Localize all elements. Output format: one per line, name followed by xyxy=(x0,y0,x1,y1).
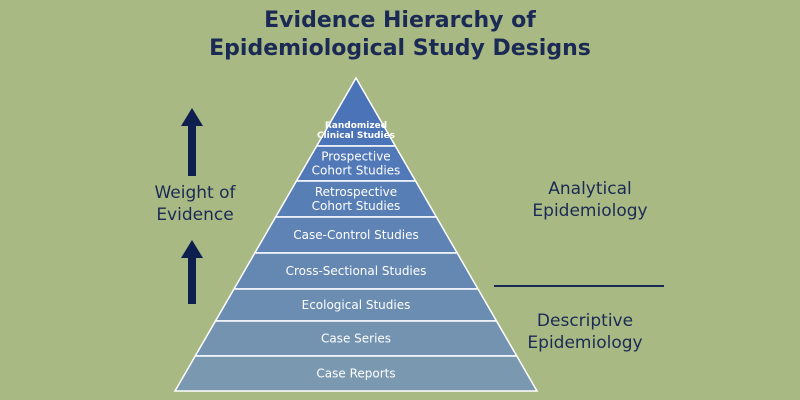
arrow-up-icon xyxy=(181,108,203,176)
pyramid-level-2-label: Cohort Studies xyxy=(312,164,401,178)
analytical-epidemiology-label: Analytical Epidemiology xyxy=(505,178,675,222)
weight-of-evidence-label: Weight of Evidence xyxy=(130,182,260,226)
pyramid-level-5-label: Cross-Sectional Studies xyxy=(286,264,427,278)
weight-label-line-2: Evidence xyxy=(156,205,234,225)
analytical-label-line-1: Analytical xyxy=(548,179,632,199)
diagram-title-line-2: Epidemiological Study Designs xyxy=(209,36,591,61)
pyramid-level-7-label: Case Series xyxy=(321,332,391,346)
pyramid-level-8-label: Case Reports xyxy=(316,367,395,381)
analytical-descriptive-divider xyxy=(494,285,664,287)
arrow-up-icon xyxy=(181,240,203,304)
pyramid-level-2-label: Prospective xyxy=(321,150,390,164)
descriptive-epidemiology-label: Descriptive Epidemiology xyxy=(500,310,670,354)
descriptive-label-line-1: Descriptive xyxy=(536,311,634,331)
pyramid-level-1-label: Randomized xyxy=(325,121,387,131)
pyramid-level-3-label: Retrospective xyxy=(315,185,397,199)
descriptive-label-line-2: Epidemiology xyxy=(527,333,643,353)
diagram-title-line-1: Evidence Hierarchy of xyxy=(264,8,536,33)
pyramid-level-3-label: Cohort Studies xyxy=(312,199,401,213)
pyramid-level-4-label: Case-Control Studies xyxy=(293,228,418,242)
pyramid-level-6-label: Ecological Studies xyxy=(302,298,411,312)
pyramid-level-1-label: Clinical Studies xyxy=(317,131,395,141)
weight-label-line-1: Weight of xyxy=(154,183,236,203)
pyramid-level-8 xyxy=(173,355,539,392)
analytical-label-line-2: Epidemiology xyxy=(532,201,648,221)
